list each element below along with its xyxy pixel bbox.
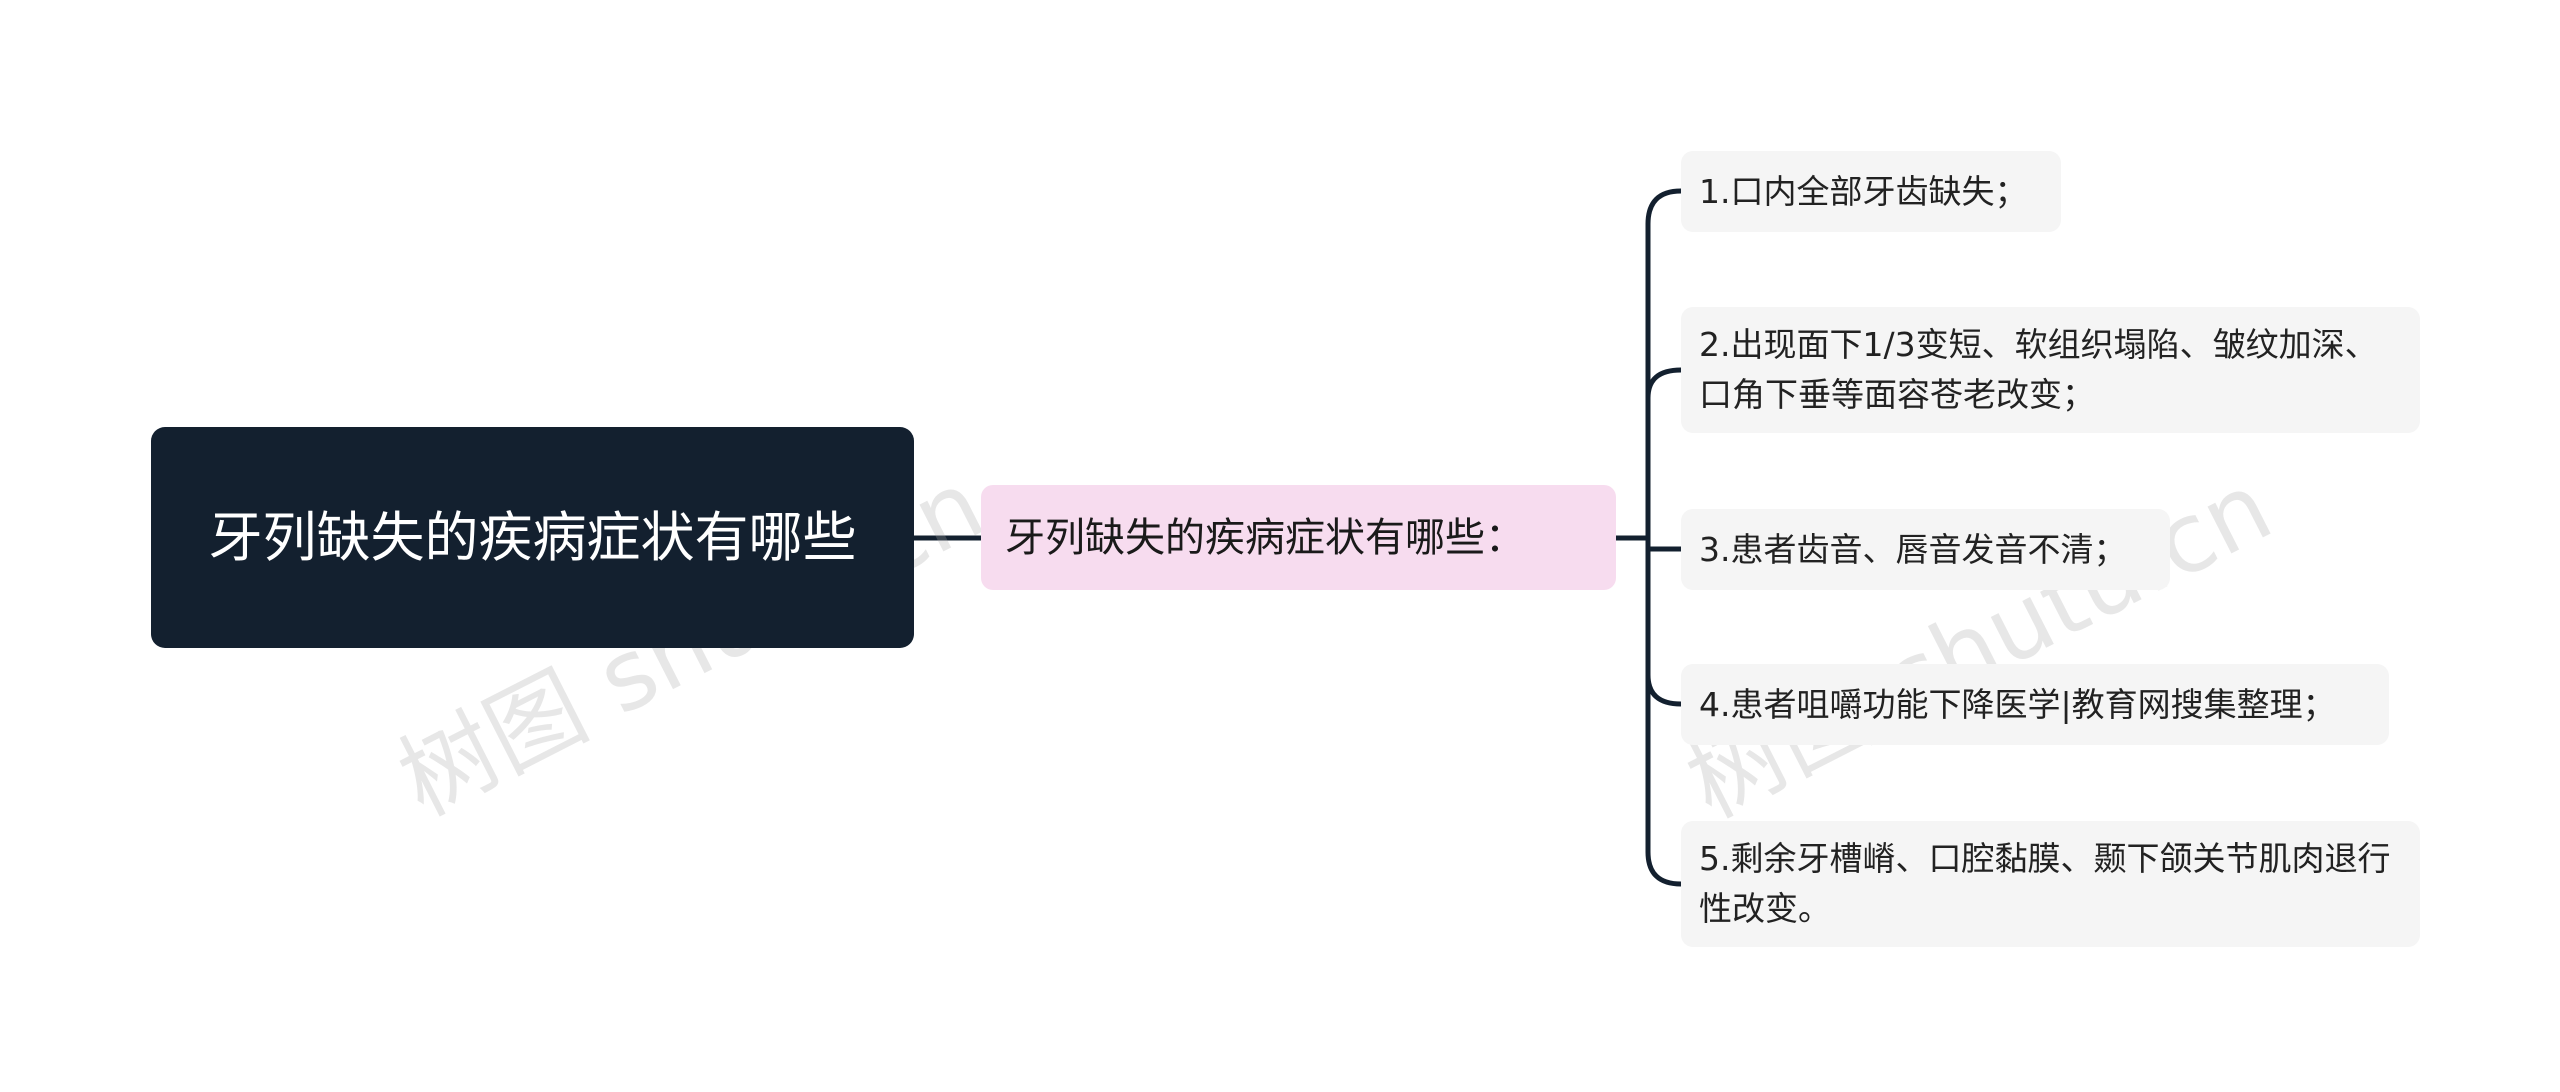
leaf-node-4[interactable]: 4.患者咀嚼功能下降医学|教育网搜集整理； [1681, 664, 2389, 745]
leaf-node-1[interactable]: 1.口内全部牙齿缺失； [1681, 151, 2061, 232]
leaf-node-2[interactable]: 2.出现面下1/3变短、软组织塌陷、皱纹加深、口角下垂等面容苍老改变； [1681, 307, 2420, 433]
leaf-node-5[interactable]: 5.剩余牙槽嵴、口腔黏膜、颞下颌关节肌肉退行性改变。 [1681, 821, 2420, 947]
leaf-node-label: 4.患者咀嚼功能下降医学|教育网搜集整理； [1699, 684, 2336, 724]
branch-node-label: 牙列缺失的疾病症状有哪些： [1005, 514, 1525, 561]
leaf-node-label: 1.口内全部牙齿缺失； [1699, 171, 2028, 211]
branch-trunk-line [1645, 188, 1682, 887]
leaf-node-3[interactable]: 3.患者齿音、唇音发音不清； [1681, 509, 2170, 590]
leaf-connector-4 [1645, 674, 1682, 707]
root-node-label: 牙列缺失的疾病症状有哪些 [208, 505, 857, 569]
leaf-node-label: 3.患者齿音、唇音发音不清； [1699, 529, 2127, 569]
root-node[interactable]: 牙列缺失的疾病症状有哪些 [151, 427, 914, 648]
leaf-node-label: 2.出现面下1/3变短、软组织塌陷、皱纹加深、口角下垂等面容苍老改变； [1699, 325, 2378, 414]
branch-node[interactable]: 牙列缺失的疾病症状有哪些： [981, 485, 1616, 590]
leaf-node-label: 5.剩余牙槽嵴、口腔黏膜、颞下颌关节肌肉退行性改变。 [1699, 839, 2391, 928]
leaf-connector-2 [1645, 367, 1682, 399]
